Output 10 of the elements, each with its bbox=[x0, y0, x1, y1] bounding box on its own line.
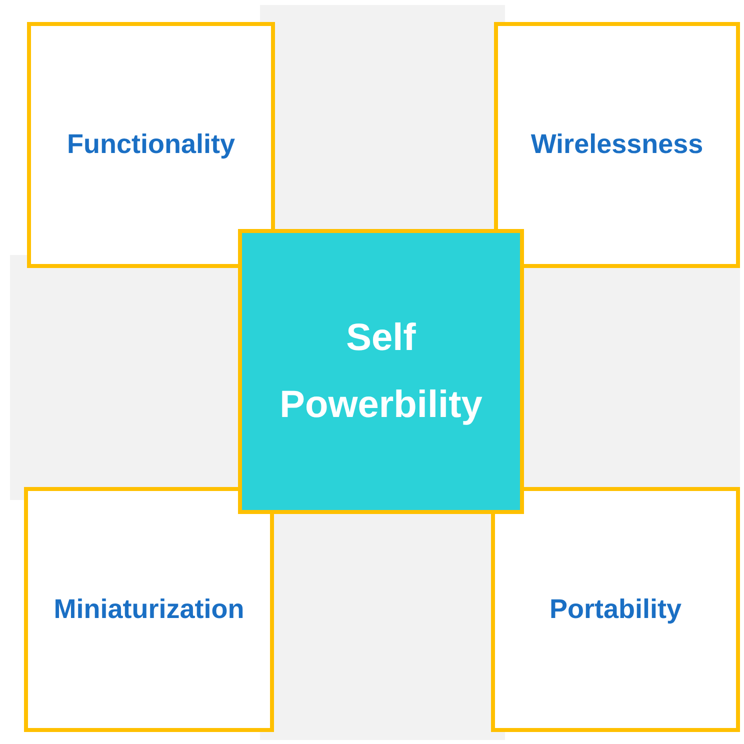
box-label: Self Powerbility bbox=[278, 316, 484, 428]
box-label: Wirelessness bbox=[530, 128, 704, 162]
box-label: Portability bbox=[549, 592, 682, 626]
concept-box bbox=[27, 22, 275, 268]
box-label: Functionality bbox=[67, 128, 235, 162]
concept-box bbox=[494, 22, 740, 268]
concept-box bbox=[24, 487, 274, 732]
center-box bbox=[238, 229, 524, 514]
concept-box bbox=[491, 487, 740, 732]
box-label: Miniaturization bbox=[54, 592, 244, 626]
